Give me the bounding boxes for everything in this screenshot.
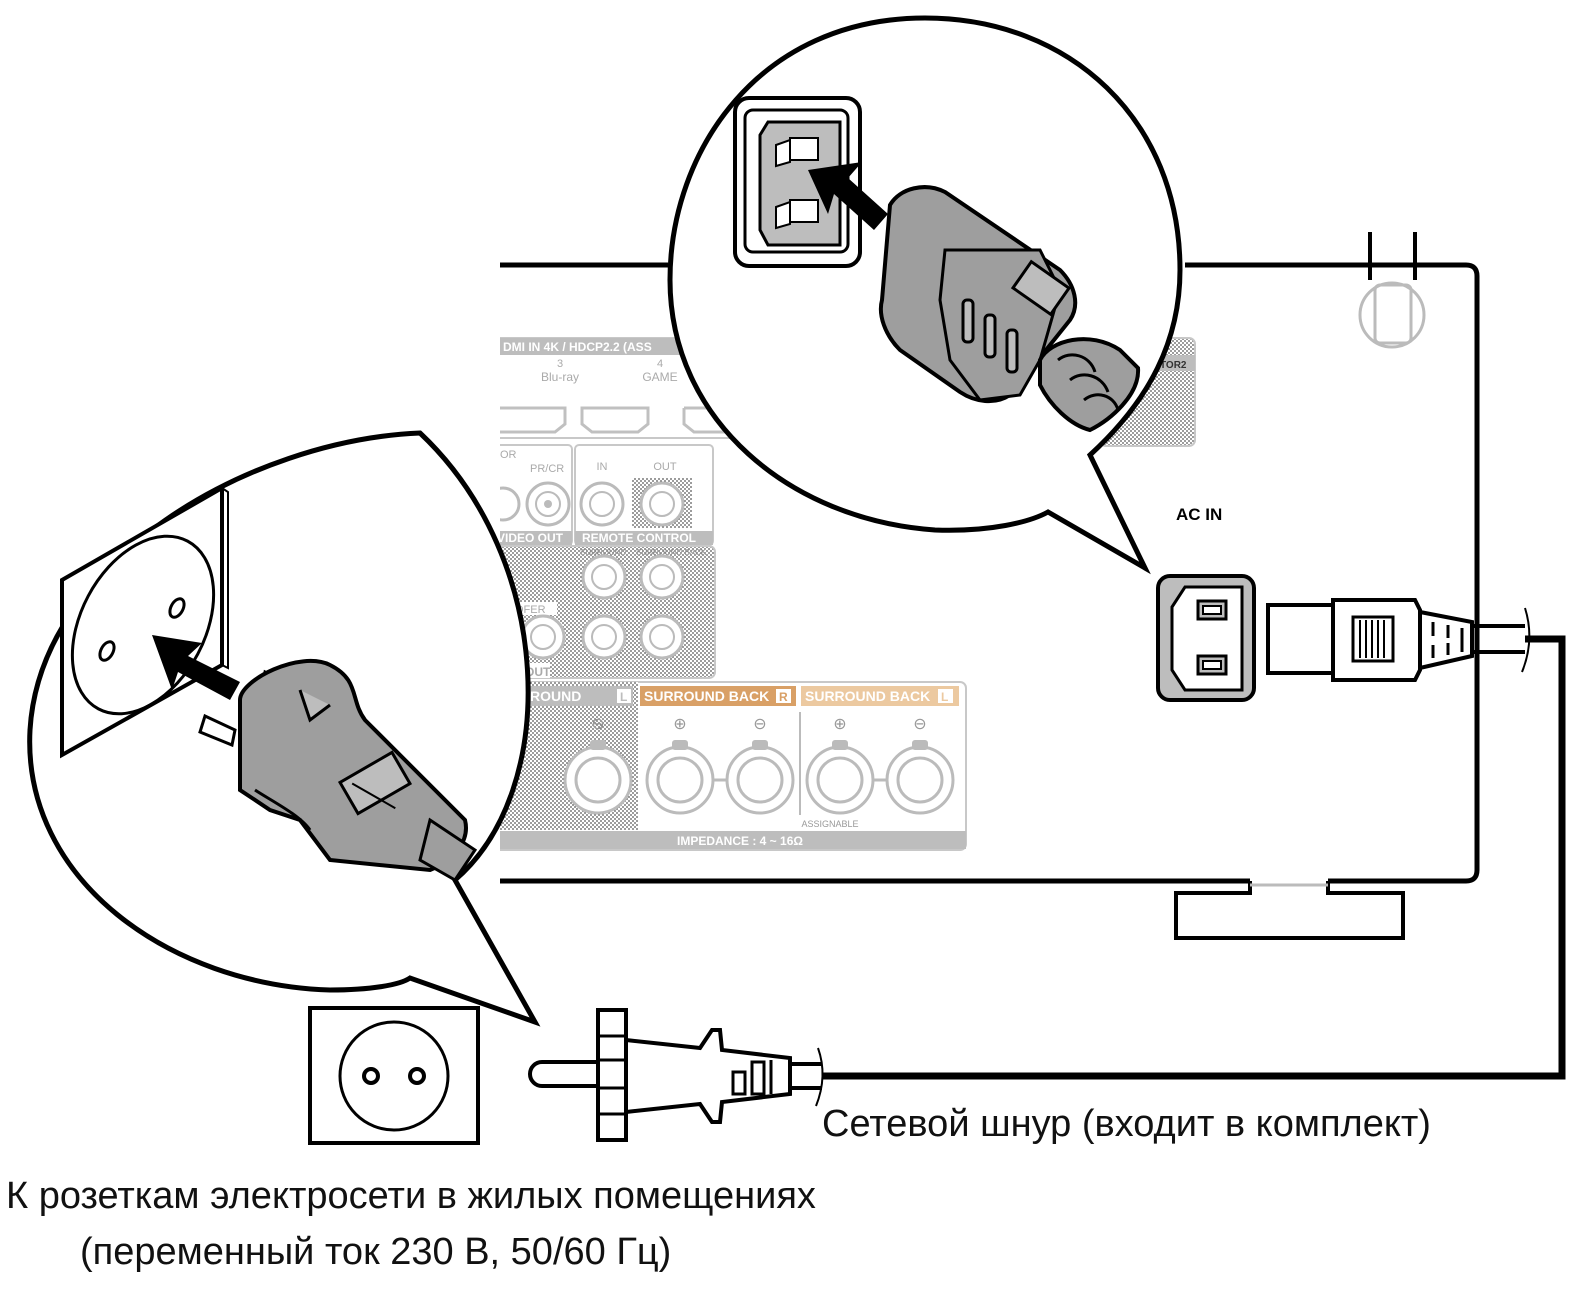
remote-in-label: IN xyxy=(597,461,608,473)
surround-back-r-label: SURROUND BACK xyxy=(644,688,769,704)
insert-arrow-icon-2 xyxy=(808,162,888,230)
surround-l-minus: ⊖ xyxy=(591,716,604,733)
outlet-caption-line1: К розеткам электросети в жилых помещения… xyxy=(6,1175,816,1217)
preout-label: OUT xyxy=(525,665,551,679)
surround-back-r-badge: R xyxy=(779,690,788,704)
insert-arrow-icon xyxy=(152,635,240,700)
pr-cr-label: PR/CR xyxy=(530,463,564,475)
surround-back-l-header xyxy=(801,686,959,706)
preout-surround-label: SURROUND xyxy=(580,548,626,557)
remote-control-block: IN OUT REMOTE CONTROL xyxy=(574,444,714,546)
hdmi-4-label: GAME xyxy=(642,370,677,384)
wall-plug-side xyxy=(528,1008,824,1142)
impedance-label: IMPEDANCE : 4 ~ 16Ω xyxy=(677,834,803,848)
power-cord-caption: Сетевой шнур (входит в комплект) xyxy=(822,1103,1431,1145)
pre-out-block: SURROUND SURROUND BACK OFER OUT xyxy=(500,545,716,679)
antenna-terminal xyxy=(1358,232,1426,349)
speaker-terminals: ROUND L ⊖ SURROUND BACK R ⊕ ⊖ SURROUND B… xyxy=(500,681,967,851)
inlet-callout xyxy=(667,15,1183,575)
wall-outlet xyxy=(308,1006,480,1145)
outlet-caption-line2: (переменный ток 230 В, 50/60 Гц) xyxy=(80,1231,672,1273)
surround-l-label: ROUND xyxy=(530,688,581,704)
video-out-label: VIDEO OUT xyxy=(497,531,564,545)
surround-back-l-label: SURROUND BACK xyxy=(805,688,930,704)
surround-back-r-header xyxy=(640,686,796,706)
surround-back-r-plus: ⊕ xyxy=(673,716,686,733)
ac-inlet xyxy=(1156,574,1256,702)
power-cord-line xyxy=(822,635,1566,1080)
hdmi-port-4 xyxy=(580,406,650,434)
hdmi-port-3 xyxy=(500,406,567,434)
assignable-label: ASSIGNABLE xyxy=(801,819,858,829)
remote-out-label: OUT xyxy=(653,461,677,473)
surround-back-l-badge: L xyxy=(941,690,948,704)
ac-in-label: AC IN xyxy=(1176,505,1222,524)
component-video-out: OR PR/CR VIDEO OUT xyxy=(497,444,573,546)
iec-plug-icon xyxy=(879,185,1141,433)
schuko-plug-icon xyxy=(198,658,478,882)
power-cord-connector xyxy=(1266,598,1531,682)
preout-surround-back-label: SURROUND BACK xyxy=(636,548,707,557)
component-label: OR xyxy=(500,449,517,461)
receiver-rear-panel: DMI IN 4K / HDCP2.2 (ASS 3 Blu-ray 4 GAM… xyxy=(497,232,1531,940)
remote-control-label: REMOTE CONTROL xyxy=(582,531,696,545)
hdmi-3-label: Blu-ray xyxy=(541,370,579,384)
surround-back-r-minus: ⊖ xyxy=(753,716,766,733)
surround-back-l-plus: ⊕ xyxy=(833,716,846,733)
hdmi-header: DMI IN 4K / HDCP2.2 (ASS xyxy=(503,340,652,354)
subwoofer-label: OFER xyxy=(515,604,546,616)
monitor2-label: NITOR2 xyxy=(1150,360,1187,371)
surround-back-l-minus: ⊖ xyxy=(913,716,926,733)
hdmi-3-number: 3 xyxy=(557,358,563,370)
hdmi-4-number: 4 xyxy=(657,358,663,370)
surround-l-badge: L xyxy=(620,690,627,704)
outlet-callout xyxy=(27,430,541,1027)
